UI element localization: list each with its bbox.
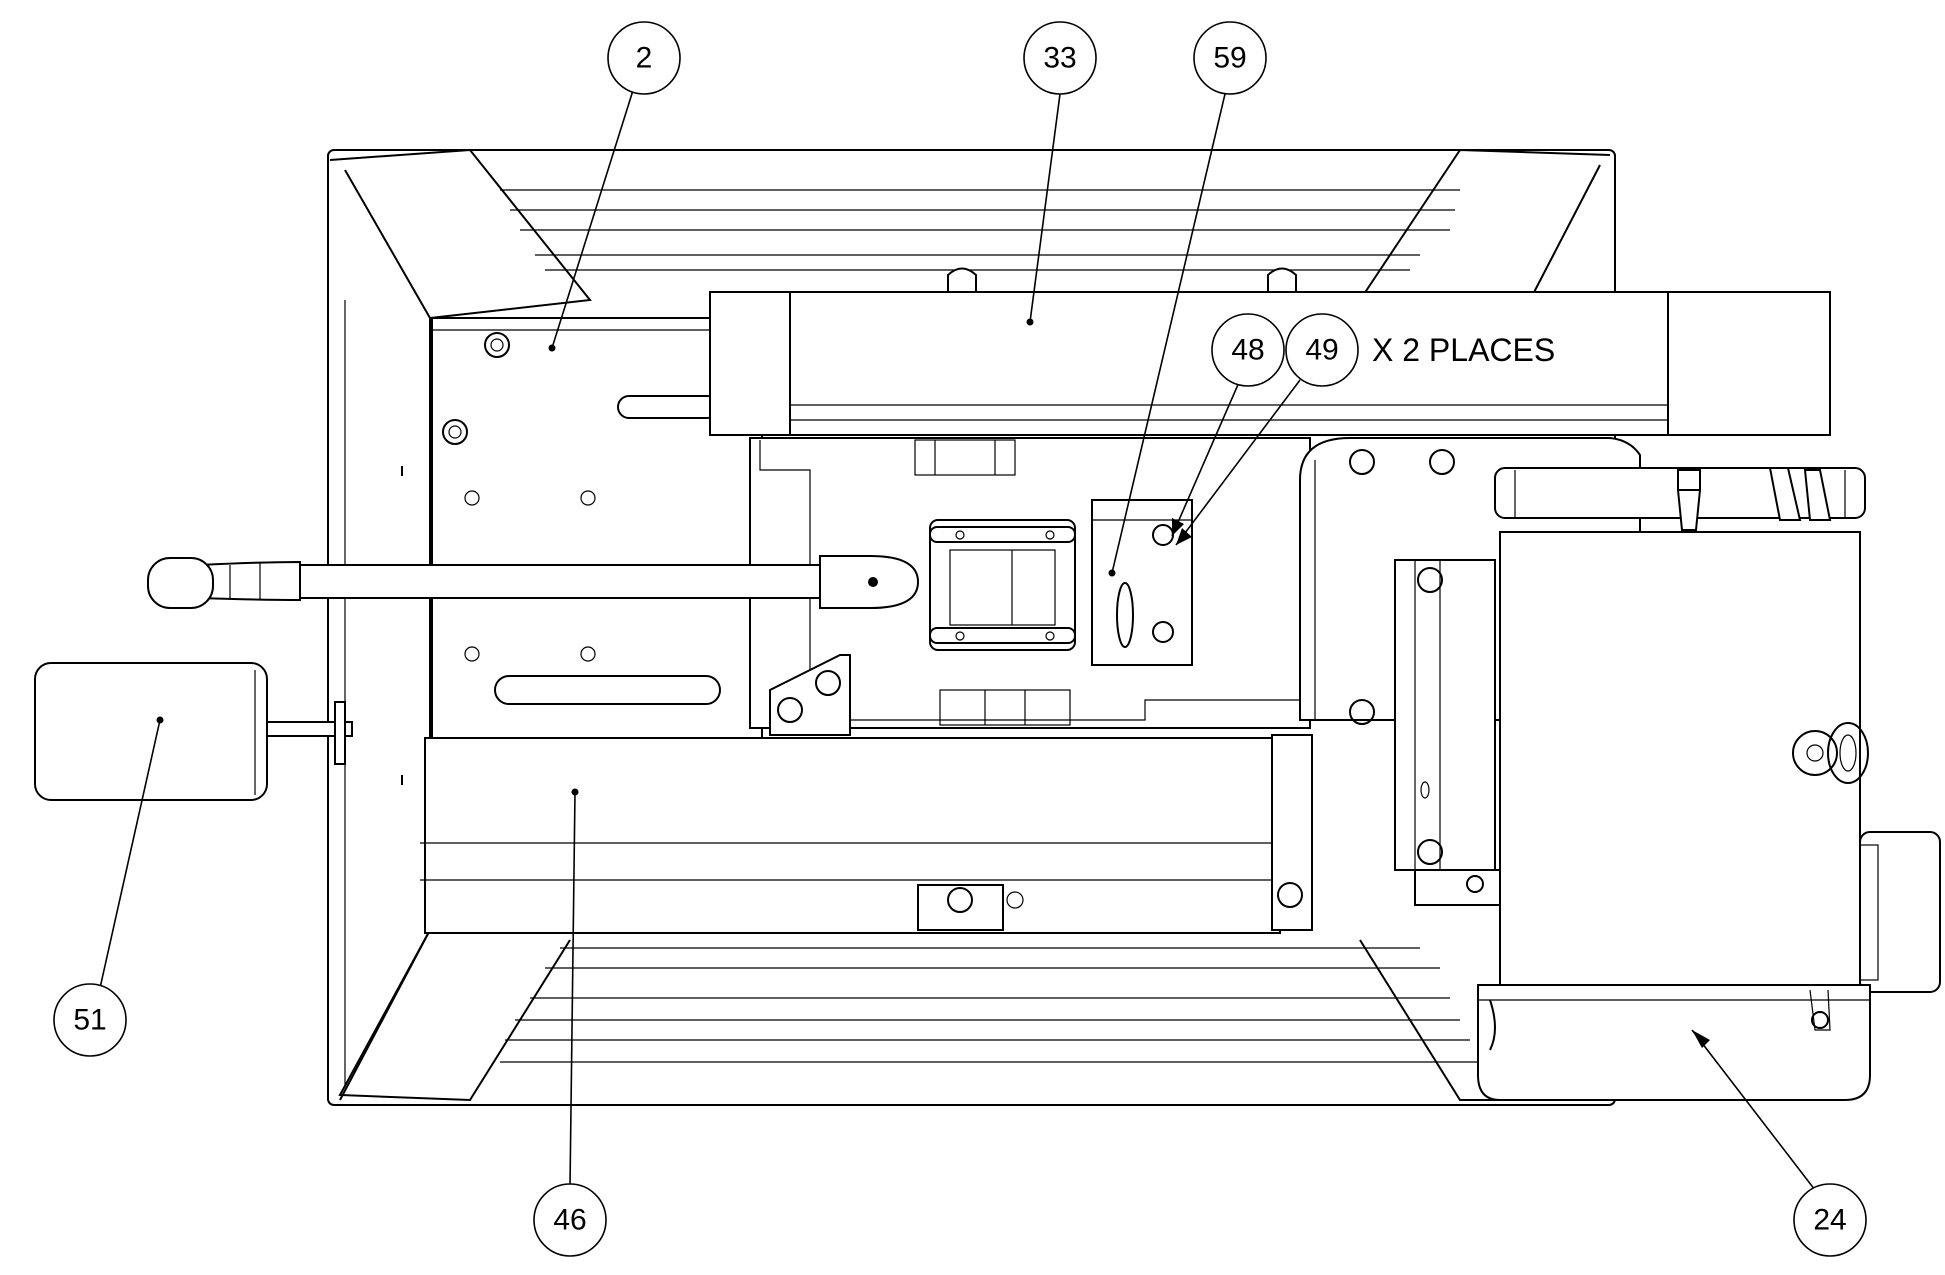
lower-rail-cover — [420, 734, 1313, 934]
foot-pedal — [34, 662, 353, 801]
balloon-2-label: 2 — [636, 42, 653, 75]
frame — [327, 148, 1616, 1106]
balloon-46: 46 — [533, 1183, 607, 1257]
balloon-24-label: 24 — [1813, 1204, 1846, 1237]
balloon-59-label: 59 — [1213, 42, 1246, 75]
balloon-46-label: 46 — [553, 1204, 586, 1237]
motor — [1477, 467, 1941, 1101]
leader-lines — [99, 83, 1816, 1191]
quantity-note: X 2 PLACES — [1372, 332, 1555, 368]
balloon-49: 49 — [1285, 313, 1359, 387]
balloon-33: 33 — [1023, 21, 1097, 95]
balloon-48: 48 — [1211, 313, 1285, 387]
balloon-51-label: 51 — [73, 1004, 106, 1037]
balloon-59: 59 — [1193, 21, 1267, 95]
balloon-49-label: 49 — [1305, 334, 1338, 367]
handle — [147, 555, 920, 609]
balloon-33-label: 33 — [1043, 42, 1076, 75]
balloon-2: 2 — [607, 21, 681, 95]
balloon-24: 24 — [1793, 1183, 1867, 1257]
balloon-51: 51 — [53, 983, 127, 1057]
balloon-48-label: 48 — [1231, 334, 1264, 367]
